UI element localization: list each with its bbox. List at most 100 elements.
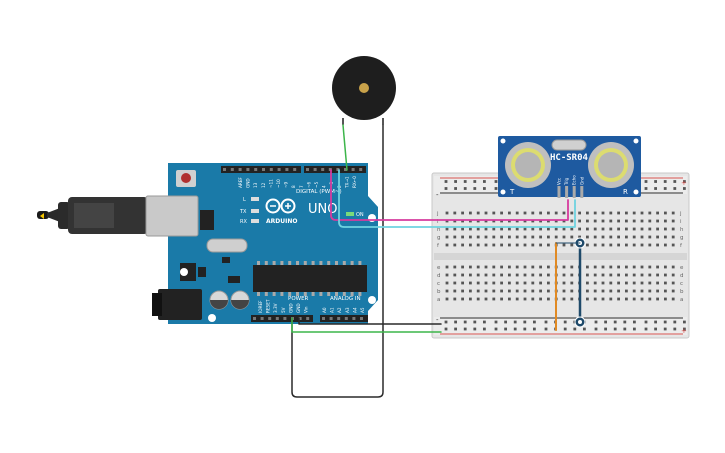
rail-hole[interactable] bbox=[573, 327, 577, 331]
breadboard-hole[interactable] bbox=[539, 297, 542, 301]
breadboard-hole[interactable] bbox=[593, 211, 597, 215]
breadboard-hole[interactable] bbox=[531, 235, 535, 239]
breadboard-hole[interactable] bbox=[515, 219, 519, 223]
breadboard-hole[interactable] bbox=[593, 227, 597, 231]
breadboard-hole[interactable] bbox=[664, 265, 667, 269]
rail-hole[interactable] bbox=[494, 327, 498, 331]
rail-hole[interactable] bbox=[483, 180, 486, 183]
breadboard-hole[interactable] bbox=[492, 289, 496, 293]
header-pin[interactable] bbox=[351, 168, 355, 171]
breadboard-hole[interactable] bbox=[539, 235, 542, 239]
rail-hole[interactable] bbox=[504, 320, 507, 324]
breadboard-hole[interactable] bbox=[453, 297, 457, 301]
rail-hole[interactable] bbox=[513, 320, 517, 324]
breadboard-hole[interactable] bbox=[593, 243, 597, 247]
rail-hole[interactable] bbox=[563, 320, 567, 324]
breadboard-hole[interactable] bbox=[664, 297, 667, 301]
rail-hole[interactable] bbox=[523, 320, 527, 324]
breadboard-hole[interactable] bbox=[508, 273, 511, 277]
breadboard-hole[interactable] bbox=[586, 219, 589, 223]
breadboard-hole[interactable] bbox=[578, 211, 581, 215]
breadboard-hole[interactable] bbox=[453, 265, 457, 269]
breadboard-hole[interactable] bbox=[445, 227, 449, 231]
breadboard-hole[interactable] bbox=[492, 281, 496, 285]
breadboard-hole[interactable] bbox=[484, 227, 488, 231]
breadboard-hole[interactable] bbox=[632, 265, 636, 269]
rail-hole[interactable] bbox=[604, 327, 607, 331]
breadboard-hole[interactable] bbox=[609, 273, 613, 277]
breadboard-hole[interactable] bbox=[469, 235, 472, 239]
breadboard-hole[interactable] bbox=[500, 243, 503, 247]
breadboard-hole[interactable] bbox=[601, 243, 605, 247]
breadboard-hole[interactable] bbox=[609, 289, 613, 293]
breadboard-hole[interactable] bbox=[453, 243, 457, 247]
header-pin[interactable] bbox=[285, 168, 289, 171]
breadboard-hole[interactable] bbox=[648, 289, 652, 293]
breadboard-hole[interactable] bbox=[445, 219, 449, 223]
breadboard-hole[interactable] bbox=[648, 227, 652, 231]
breadboard-hole[interactable] bbox=[664, 219, 667, 223]
rail-hole[interactable] bbox=[673, 187, 677, 190]
breadboard-hole[interactable] bbox=[523, 227, 527, 231]
rail-hole[interactable] bbox=[444, 180, 448, 183]
breadboard-hole[interactable] bbox=[445, 297, 449, 301]
breadboard-hole[interactable] bbox=[609, 219, 613, 223]
breadboard-hole[interactable] bbox=[656, 243, 659, 247]
breadboard-hole[interactable] bbox=[531, 211, 535, 215]
breadboard-hole[interactable] bbox=[671, 265, 675, 269]
breadboard-hole[interactable] bbox=[469, 297, 472, 301]
breadboard-hole[interactable] bbox=[593, 281, 597, 285]
sensor-pin[interactable] bbox=[557, 186, 561, 198]
breadboard-hole[interactable] bbox=[648, 219, 652, 223]
breadboard-hole[interactable] bbox=[617, 289, 620, 293]
breadboard-hole[interactable] bbox=[547, 297, 550, 301]
breadboard-hole[interactable] bbox=[476, 273, 480, 277]
breadboard-hole[interactable] bbox=[656, 273, 659, 277]
breadboard-hole[interactable] bbox=[664, 273, 667, 277]
breadboard-hole[interactable] bbox=[601, 265, 605, 269]
breadboard-hole[interactable] bbox=[484, 235, 488, 239]
header-pin[interactable] bbox=[269, 168, 273, 171]
breadboard-hole[interactable] bbox=[656, 265, 659, 269]
breadboard-hole[interactable] bbox=[508, 265, 511, 269]
header-pin[interactable] bbox=[337, 317, 341, 320]
breadboard-hole[interactable] bbox=[570, 297, 574, 301]
breadboard-hole[interactable] bbox=[632, 273, 636, 277]
sensor-pin[interactable] bbox=[580, 186, 584, 198]
breadboard-hole[interactable] bbox=[648, 265, 652, 269]
breadboard-hole[interactable] bbox=[570, 289, 574, 293]
breadboard-hole[interactable] bbox=[508, 211, 511, 215]
rail-hole[interactable] bbox=[444, 327, 448, 331]
breadboard-hole[interactable] bbox=[508, 227, 511, 231]
rail-hole[interactable] bbox=[463, 320, 467, 324]
breadboard-hole[interactable] bbox=[664, 235, 667, 239]
breadboard-hole[interactable] bbox=[469, 243, 472, 247]
breadboard-hole[interactable] bbox=[547, 281, 550, 285]
breadboard-hole[interactable] bbox=[523, 273, 527, 277]
rail-hole[interactable] bbox=[494, 187, 498, 190]
breadboard-hole[interactable] bbox=[484, 243, 488, 247]
breadboard-hole[interactable] bbox=[531, 273, 535, 277]
breadboard-hole[interactable] bbox=[632, 219, 636, 223]
breadboard-hole[interactable] bbox=[601, 235, 605, 239]
breadboard-hole[interactable] bbox=[617, 281, 620, 285]
breadboard-hole[interactable] bbox=[500, 227, 503, 231]
rail-hole[interactable] bbox=[454, 320, 457, 324]
breadboard-hole[interactable] bbox=[648, 243, 652, 247]
header-pin[interactable] bbox=[254, 168, 258, 171]
breadboard-hole[interactable] bbox=[445, 289, 449, 293]
breadboard-hole[interactable] bbox=[586, 297, 589, 301]
rail-hole[interactable] bbox=[473, 327, 477, 331]
breadboard-hole[interactable] bbox=[500, 289, 503, 293]
breadboard-hole[interactable] bbox=[531, 219, 535, 223]
rail-hole[interactable] bbox=[473, 320, 477, 324]
breadboard-hole[interactable] bbox=[601, 281, 605, 285]
breadboard-hole[interactable] bbox=[500, 265, 503, 269]
rail-hole[interactable] bbox=[544, 320, 548, 324]
breadboard-hole[interactable] bbox=[609, 297, 613, 301]
rail-hole[interactable] bbox=[633, 327, 636, 331]
rail-hole[interactable] bbox=[623, 327, 627, 331]
rail-hole[interactable] bbox=[683, 180, 686, 183]
